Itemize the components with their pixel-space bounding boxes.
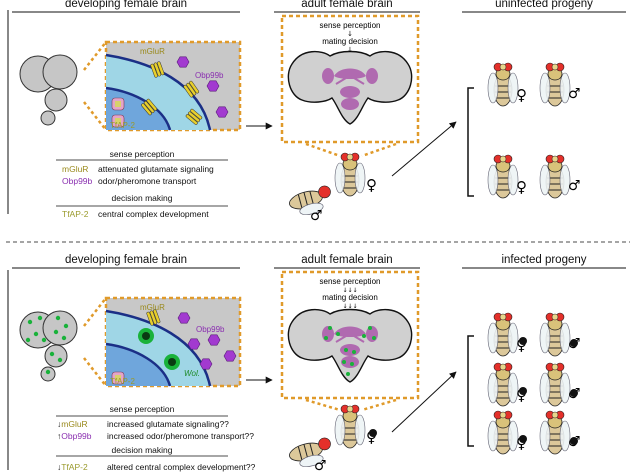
label-tfap-top: TfAP-2 [110,121,135,130]
bottom-desc-obp: increased odor/pheromone transport?? [107,431,254,441]
female-symbol-bottom: ♀ [366,428,377,446]
label-mglur-top: mGluR [140,47,165,56]
caption-mating-bottom: mating decision [322,293,378,302]
prog-inf-f3: ♀ [516,434,527,452]
infected-developing-brain-icon [19,310,78,382]
prog-f2-symbol: ♀ [516,178,527,196]
prog-m1-symbol: ♂ [568,86,581,102]
arrow-down-icon: ↓ [57,419,62,429]
bottom-gene-mglur: mGluR [61,419,88,429]
caption-sense-top: sense perception [320,21,381,30]
label-obp-bottom: Obp99b [196,325,225,334]
label-wol-bottom: Wol. [184,369,200,378]
top-desc-obp: odor/pheromone transport [98,176,197,186]
infected-progeny-grid [487,312,571,455]
label-obp-top: Obp99b [195,71,224,80]
cell-zoom-box [104,40,242,132]
arrow-down-icon-2: ↓ [57,462,62,472]
bottom-table-heading-decision: decision making [111,445,173,455]
bottom-right-title: infected progeny [501,254,587,266]
arrow-up-icon: ↑ [57,431,62,441]
infected-adult-brain-box [280,270,420,400]
bottom-left-title: developing female brain [64,254,188,266]
male-symbol-bottom: ♂ [314,458,327,474]
top-left-title: developing female brain [64,0,188,10]
caption-arrow1-bottom: ↓↓↓ [342,287,357,294]
developing-brain-icon [19,54,78,126]
infected-cell-zoom-box [104,296,242,388]
bottom-gene-obp: Obp99b [61,431,92,441]
top-desc-tfap: central complex development [98,209,209,219]
bottom-desc-mglur: increased glutamate signaling?? [107,419,229,429]
bottom-mid-title: adult female brain [301,254,393,266]
top-table-heading-decision: decision making [111,193,173,203]
label-tfap-bottom: TfAP-2 [110,377,135,386]
top-gene-tfap: TfAP-2 [62,209,89,219]
bottom-desc-tfap: altered central complex development?? [107,462,256,472]
progeny-female-1 [487,62,519,107]
label-mglur-bottom: mGluR [140,303,165,312]
prog-f1-symbol: ♀ [516,86,527,104]
infection-dot-female [369,429,377,437]
caption-arrow2-top: ↓ [347,46,353,54]
progeny-male-2 [539,154,571,199]
caption-arrow1-top: ↓ [347,30,353,38]
female-fly-top [334,152,366,197]
prog-inf-f2: ♀ [516,386,527,404]
bottom-panel: mGluR Obp99b TfAP-2 Wol. sense perceptio… [7,267,626,474]
prog-m2-symbol: ♂ [568,178,581,194]
top-panel: mGluR Obp99b TfAP-2 sense perception ↓ m… [7,10,626,224]
female-fly-bottom [334,404,366,449]
progeny-female-2 [487,154,519,199]
progeny-male-1 [539,62,571,107]
bottom-gene-tfap: TfAP-2 [61,462,88,472]
adult-brain-box [280,14,420,144]
top-mid-title: adult female brain [301,0,393,10]
bottom-table-heading-sense: sense perception [109,404,175,414]
female-symbol-top: ♀ [366,176,377,194]
male-fly-bottom [286,436,336,472]
caption-sense-bottom: sense perception [320,277,381,286]
top-table-heading-sense: sense perception [109,149,175,159]
male-symbol-top: ♂ [310,208,323,224]
top-gene-mglur: mGluR [62,164,89,174]
top-gene-obp: Obp99b [62,176,93,186]
top-right-title: uninfected progeny [495,0,593,10]
caption-arrow2-bottom: ↓↓↓ [342,303,357,310]
caption-mating-top: mating decision [322,37,378,46]
prog-inf-f1: ♀ [516,336,527,354]
top-desc-mglur: attenuated glutamate signaling [98,164,214,174]
